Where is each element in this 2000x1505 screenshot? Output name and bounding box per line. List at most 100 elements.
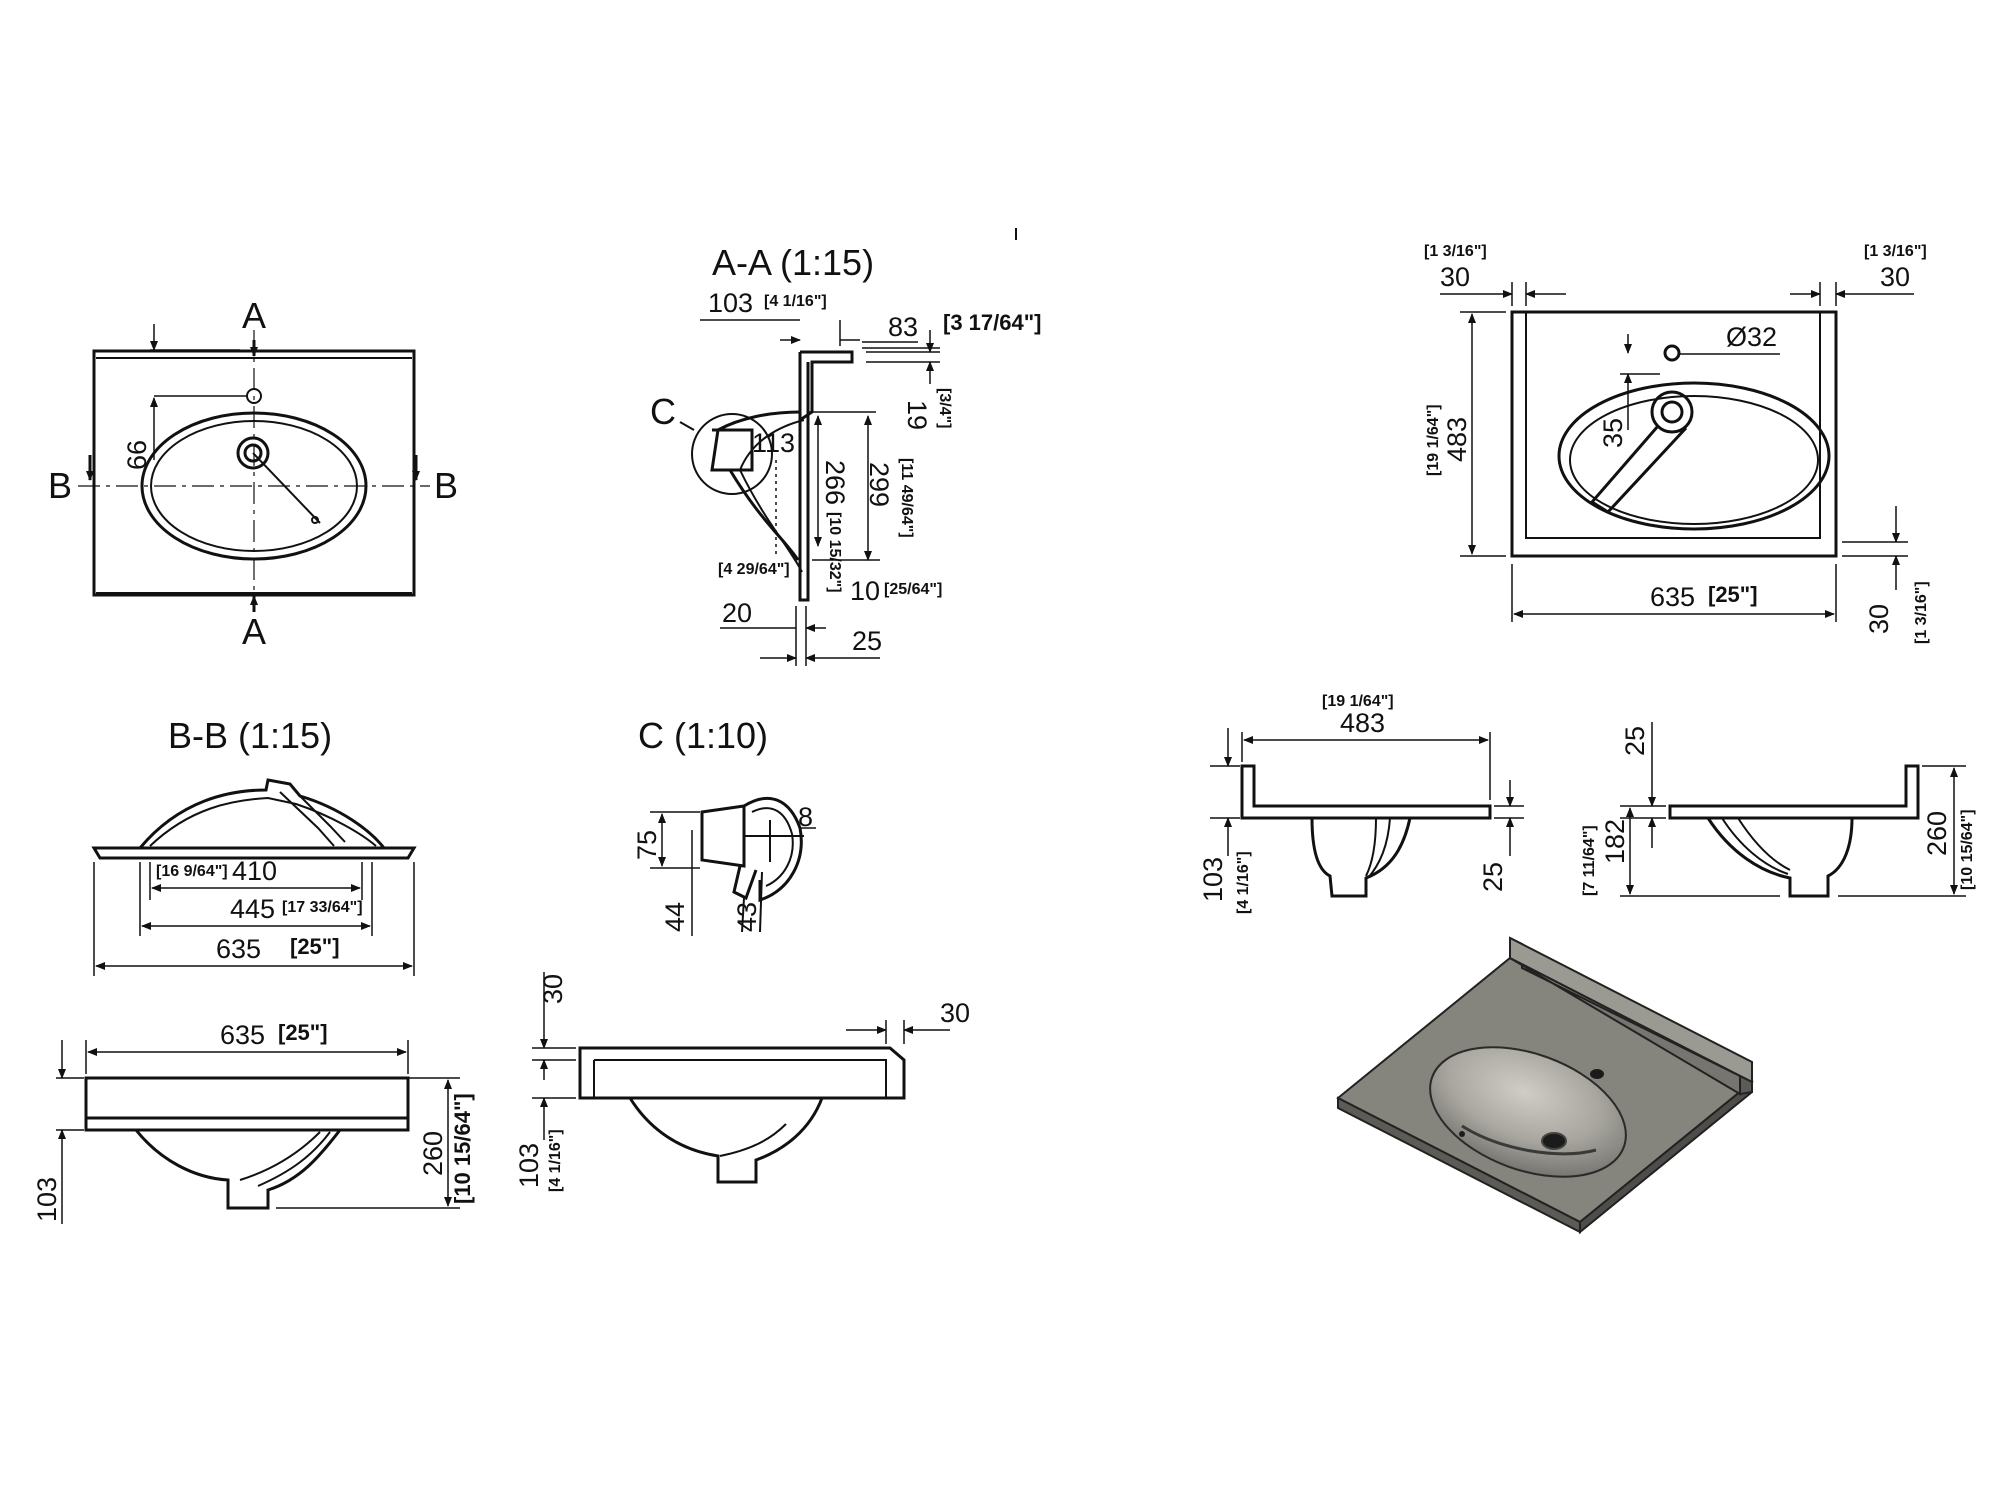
- dim-635-inch: [25"]: [1708, 582, 1758, 607]
- countertop-side: [578, 1046, 906, 1100]
- side-view-right-a: 483 [19 1/64"] 103 [4 1/16"] 25: [1198, 693, 1524, 914]
- dim-10: 10: [850, 576, 880, 606]
- faucet-hole: [1663, 344, 1681, 362]
- basin-front: [134, 1129, 342, 1210]
- top-right-plan-view: 30 [1 3/16"] 30 [1 3/16"] Ø32 35 483 [19…: [1424, 243, 1930, 644]
- dim-44: 44: [660, 902, 690, 932]
- dim-103-inch: [4 1/16"]: [1235, 851, 1252, 914]
- countertop-outline: [1510, 310, 1838, 558]
- dim-83-inch: [3 17/64"]: [943, 310, 1041, 335]
- dim-35: 35: [1598, 418, 1628, 448]
- dim-103: 103: [1198, 857, 1228, 902]
- dim-30-right-inch: [1 3/16"]: [1864, 243, 1927, 260]
- dim-19-inch: [3/4"]: [936, 388, 953, 428]
- dim-30-bottom: 30: [1864, 604, 1894, 634]
- section-bb-title: B-B (1:15): [168, 715, 332, 756]
- side-view-bottom: 30 30 103 [4 1/16"]: [514, 972, 970, 1192]
- top-left-plan-view: A A B B 66: [48, 295, 458, 652]
- dim-182: 182: [1600, 819, 1630, 864]
- dim-635-inch: [25"]: [278, 1020, 328, 1045]
- basin-drain: [1541, 1132, 1567, 1150]
- dim-266: 266: [820, 460, 850, 505]
- dim-43: 43: [732, 902, 762, 932]
- basin-side: [628, 1097, 824, 1184]
- dim-635-inch: [25"]: [290, 934, 340, 959]
- dim-260: 260: [418, 1131, 448, 1176]
- dim-299-inch: [11 49/64"]: [898, 458, 915, 538]
- dim-30-top: 30: [538, 974, 568, 1004]
- dim-483-inch: [19 1/64"]: [1425, 404, 1442, 476]
- dim-445-inch: [17 33/64"]: [282, 899, 363, 916]
- dim-30-left: 30: [1440, 262, 1470, 292]
- front-view-bottom: 635 [25"] 103 260 [10 15/64"]: [32, 1020, 475, 1224]
- dim-103: 103: [514, 1143, 544, 1188]
- overflow-hole: [1459, 1131, 1465, 1137]
- overflow-channel: [712, 428, 754, 472]
- basin-bowl: [1429, 1046, 1627, 1178]
- detail-c-view: C (1:10) 75 44 43 8: [632, 715, 816, 936]
- dim-103-inch: [4 1/16"]: [764, 293, 827, 310]
- dim-103: 103: [708, 288, 753, 318]
- side-view-right-b: 25 182 [7 11/64"] 260 [10 15/64"]: [1581, 722, 1976, 898]
- dim-66: 66: [122, 440, 152, 470]
- dim-445: 445: [230, 894, 275, 924]
- dim-260-inch: [10 15/64"]: [450, 1093, 475, 1204]
- countertop-section: [91, 846, 417, 860]
- section-bb-view: B-B (1:15) 410 [16 9/64"] 445 [17 33/64"…: [91, 715, 417, 976]
- dim-8: 8: [798, 802, 813, 832]
- detail-c-circle: [691, 413, 773, 495]
- dim-410: 410: [232, 856, 277, 886]
- dim-75: 75: [632, 830, 662, 860]
- detail-c-callout: C: [650, 391, 676, 432]
- isometric-vanity-top-model: [1336, 936, 1754, 1235]
- dim-260: 260: [1922, 811, 1952, 856]
- basin-inner-rim: [1569, 395, 1819, 525]
- drain-inner: [1660, 400, 1684, 424]
- dim-30-right: 30: [940, 998, 970, 1028]
- dim-83: 83: [888, 312, 918, 342]
- countertop-profile: [1668, 764, 1920, 820]
- section-aa-title: A-A (1:15): [712, 242, 874, 283]
- basin-section: [138, 778, 386, 849]
- dim-113: 113: [752, 428, 795, 458]
- drain-inner: [243, 443, 263, 463]
- basin-outer-rim: [1557, 381, 1831, 531]
- dim-25: 25: [852, 626, 882, 656]
- backsplash-profile: [799, 350, 854, 422]
- overflow-detail: [700, 804, 746, 868]
- dim-483-inch: [19 1/64"]: [1322, 693, 1394, 710]
- dim-299: 299: [864, 462, 894, 507]
- dim-25: 25: [1620, 726, 1650, 756]
- section-marker-a-bottom: A: [242, 611, 266, 652]
- dim-635: 635: [216, 934, 261, 964]
- dim-30-right: 30: [1880, 262, 1910, 292]
- section-marker-b-right: B: [434, 465, 458, 506]
- drain-outer: [236, 436, 270, 470]
- dim-410-inch: [16 9/64"]: [156, 863, 228, 880]
- basin-profile: [1310, 817, 1412, 898]
- dim-260-inch: [10 15/64"]: [1959, 809, 1976, 890]
- dim-30-left-inch: [1 3/16"]: [1424, 243, 1487, 260]
- dim-182-inch: [7 11/64"]: [1581, 825, 1598, 896]
- dim-483: 483: [1340, 708, 1385, 738]
- overflow-channel: [1589, 425, 1688, 514]
- dim-266-inch: [10 15/32"]: [826, 512, 843, 593]
- dim-19: 19: [902, 400, 932, 430]
- dim-113-inch: [4 29/64"]: [718, 561, 790, 578]
- dim-483: 483: [1442, 417, 1472, 462]
- section-marker-b-left: B: [48, 465, 72, 506]
- faucet-hole: [1590, 1069, 1604, 1079]
- dim-635: 635: [1650, 582, 1695, 612]
- detail-c-title: C (1:10): [638, 715, 768, 756]
- section-marker-a-top: A: [242, 295, 266, 336]
- dim-hole-diameter: Ø32: [1726, 322, 1777, 352]
- countertop-front: [84, 1076, 410, 1132]
- section-aa-view: A-A (1:15) C 103 [4 1/16"] 83 [3 17/64"]…: [650, 242, 1041, 666]
- countertop-profile: [1240, 764, 1492, 820]
- dim-103: 103: [32, 1177, 62, 1222]
- dim-103-inch: [4 1/16"]: [547, 1129, 564, 1192]
- dim-10-inch: [25/64"]: [884, 581, 942, 598]
- basin-profile: [1706, 817, 1854, 898]
- drain-outer: [1650, 390, 1694, 434]
